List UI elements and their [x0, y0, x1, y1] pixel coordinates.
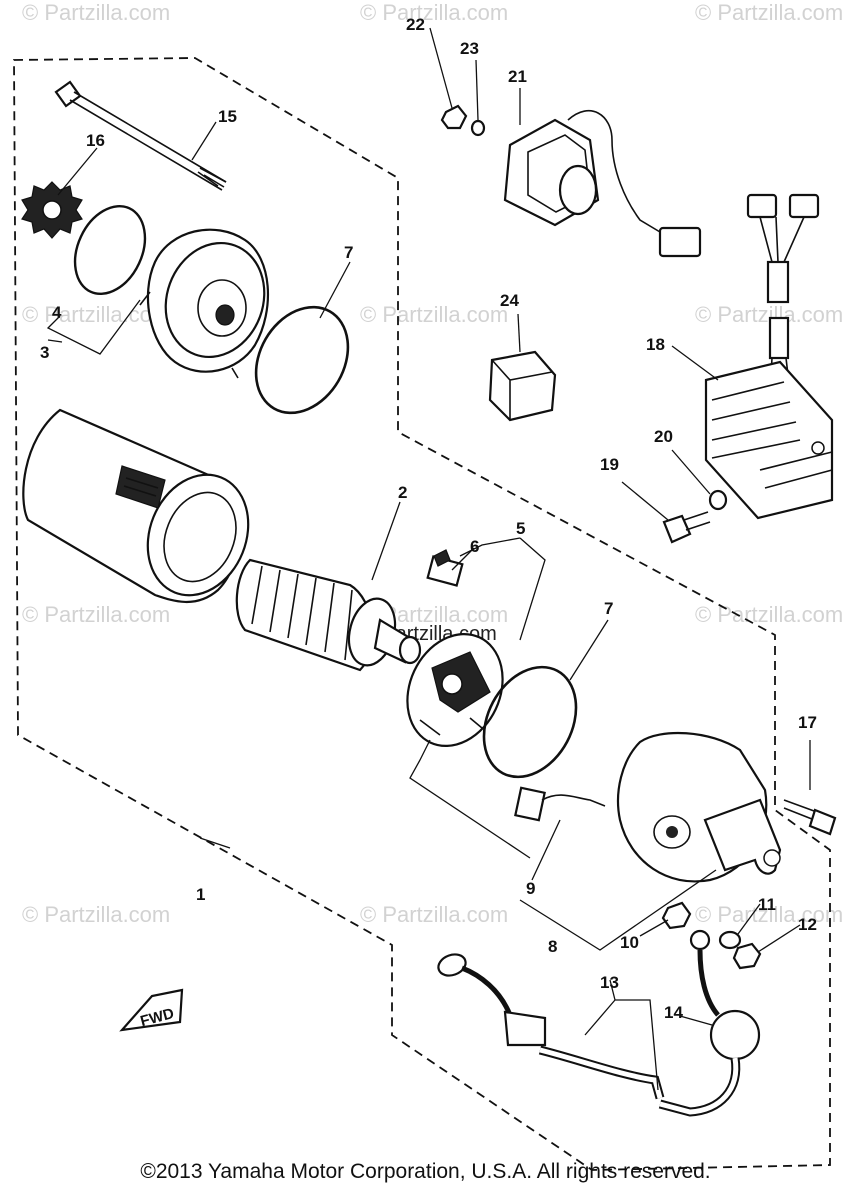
- callout-1: 1: [196, 885, 205, 904]
- callout-7: 7: [604, 599, 613, 618]
- assembly-boundary: [13, 57, 831, 1171]
- watermark: © Partzilla.com: [695, 902, 843, 927]
- brush-holder-part: [406, 632, 504, 748]
- callout-17: 17: [798, 713, 817, 732]
- forward-arrow-icon: FWD: [119, 988, 184, 1032]
- callout-15: 15: [218, 107, 237, 126]
- nut-part: [440, 104, 468, 130]
- watermark: © Partzilla.com: [22, 902, 170, 927]
- callout-3: 3: [40, 343, 49, 362]
- bolt-part: [662, 511, 711, 544]
- callout-8: 8: [548, 937, 557, 956]
- bolt-part: [783, 799, 837, 836]
- callout-10: 10: [620, 933, 639, 952]
- leader-lines: [46, 27, 811, 1091]
- watermark: © Partzilla.com: [22, 302, 170, 327]
- copyright-notice: ©2013 Yamaha Motor Corporation, U.S.A. A…: [140, 1160, 711, 1183]
- callout-19: 19: [600, 455, 619, 474]
- nut-part: [732, 942, 762, 970]
- watermark: © Partzilla.com: [22, 602, 170, 627]
- callout-12: 12: [798, 915, 817, 934]
- relay-part: [488, 350, 557, 422]
- starter-relay-part: [503, 109, 702, 258]
- callout-20: 20: [654, 427, 673, 446]
- yoke-housing-part: [22, 408, 250, 604]
- callout-7: 7: [344, 243, 353, 262]
- watermark: © Partzilla.com: [695, 602, 843, 627]
- o-ring-large-part: [482, 665, 578, 779]
- washer-part: [470, 119, 486, 137]
- armature-part: [235, 558, 422, 672]
- callout-4: 4: [52, 303, 62, 322]
- o-ring-small-part: [73, 204, 147, 296]
- watermark: © Partzilla.com: [360, 0, 508, 25]
- brush-lead-part: [514, 786, 606, 822]
- rectifier-regulator-part: [704, 193, 834, 520]
- callout-14: 14: [664, 1003, 683, 1022]
- callout-21: 21: [508, 67, 527, 86]
- watermark: © Partzilla.com: [695, 0, 843, 25]
- callout-13: 13: [600, 973, 619, 992]
- long-bolt-part: [54, 80, 227, 191]
- nut-part: [661, 901, 692, 930]
- callout-16: 16: [86, 131, 105, 150]
- callout-6: 6: [470, 537, 479, 556]
- lead-wire-part: [437, 953, 665, 1100]
- watermark: © Partzilla.com: [360, 902, 508, 927]
- lead-wire-part: [658, 929, 761, 1117]
- o-ring-large-part: [254, 305, 350, 415]
- front-cover-part: [139, 228, 270, 379]
- washer-part: [718, 930, 742, 950]
- callout-9: 9: [526, 879, 535, 898]
- watermark: © Partzilla.com: [360, 302, 508, 327]
- callout-18: 18: [646, 335, 665, 354]
- callout-11: 11: [758, 895, 776, 914]
- pinion-gear-part: [21, 181, 83, 239]
- callout-23: 23: [460, 39, 479, 58]
- callout-22: 22: [406, 15, 425, 34]
- watermark: © Partzilla.com: [22, 0, 170, 25]
- callout-24: 24: [500, 291, 519, 310]
- callout-2: 2: [398, 483, 407, 502]
- brush-part: [426, 549, 464, 587]
- callout-5: 5: [516, 519, 525, 538]
- washer-part: [708, 489, 728, 511]
- rear-cover-part: [616, 731, 782, 883]
